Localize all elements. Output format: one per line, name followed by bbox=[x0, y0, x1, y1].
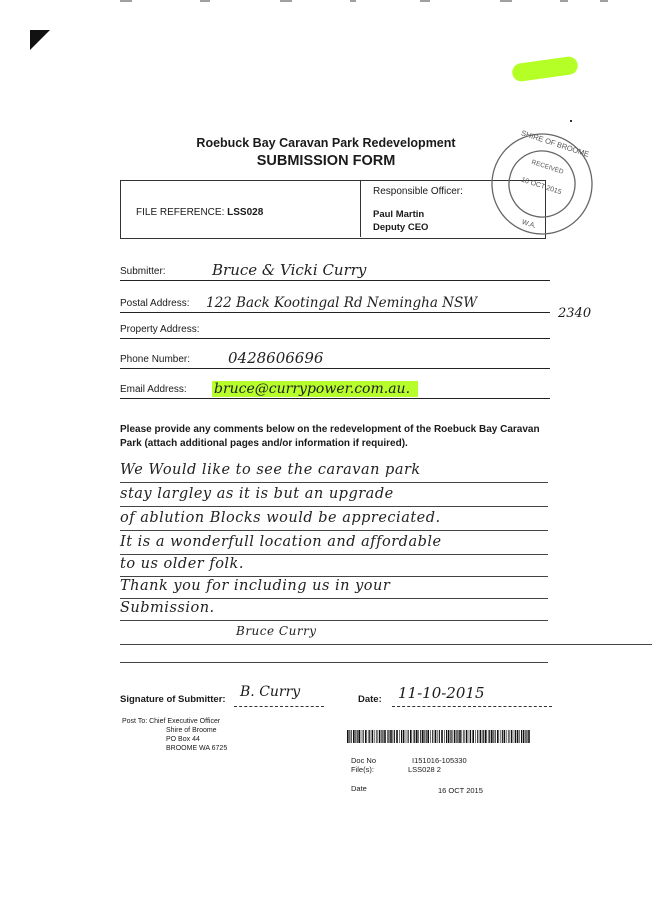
file-reference-label: FILE REFERENCE: bbox=[136, 207, 225, 218]
post-to-line: PO Box 44 bbox=[166, 736, 200, 743]
post-to-line: Shire of Broome bbox=[166, 727, 217, 734]
reference-box bbox=[120, 180, 546, 239]
comment-line: Thank you for including us in your bbox=[120, 578, 548, 599]
files-label: File(s): bbox=[351, 765, 374, 774]
stamp-date: 16 OCT 2015 bbox=[520, 177, 562, 197]
post-to-line: BROOME WA 6725 bbox=[166, 745, 228, 752]
doc-no-label: Doc No bbox=[351, 756, 377, 765]
phone-number-value: 0428606696 bbox=[228, 349, 324, 367]
date-line bbox=[392, 706, 552, 707]
post-to-address: Post To: Chief Executive Officer Shire o… bbox=[122, 717, 227, 753]
submitter-field: Submitter: Bruce & Vicki Curry bbox=[120, 256, 550, 281]
postcode-value: 2340 bbox=[558, 306, 592, 321]
doc-no-value: I151016-105330 bbox=[412, 756, 467, 765]
doc-date-value: 16 OCT 2015 bbox=[438, 786, 483, 795]
postal-address-value: 122 Back Kootingal Rd Nemingha NSW bbox=[206, 295, 478, 311]
postal-address-label: Postal Address: bbox=[120, 298, 190, 309]
comment-line: of ablution Blocks would be appreciated. bbox=[120, 510, 548, 531]
date-value: 11-10-2015 bbox=[398, 684, 485, 702]
comment-line: stay largley as it is but an upgrade bbox=[120, 486, 548, 507]
comment-line: It is a wonderfull location and affordab… bbox=[120, 534, 548, 555]
signature-value: B. Curry bbox=[240, 684, 301, 700]
comment-line: to us older folk. bbox=[120, 556, 548, 577]
submitter-label: Submitter: bbox=[120, 266, 166, 277]
doc-date-label: Date bbox=[351, 784, 367, 793]
email-address-value: bruce@currypower.com.au. bbox=[212, 381, 419, 397]
comment-line: We Would like to see the caravan park bbox=[120, 462, 548, 483]
received-stamp: SHIRE OF BROOME RECEIVED 16 OCT 2015 W.A… bbox=[491, 130, 593, 235]
highlighter-smudge bbox=[511, 55, 579, 83]
postal-address-field: Postal Address: 122 Back Kootingal Rd Ne… bbox=[120, 288, 550, 313]
stamp-received-text: RECEIVED bbox=[531, 159, 565, 176]
date-label: Date: bbox=[358, 694, 382, 705]
property-address-label: Property Address: bbox=[120, 324, 200, 335]
corner-fold-mark bbox=[30, 30, 50, 50]
form-subtitle: SUBMISSION FORM bbox=[256, 153, 396, 169]
signature-label: Signature of Submitter: bbox=[120, 694, 226, 705]
signature-line bbox=[234, 706, 324, 707]
comment-line-signature: Bruce Curry bbox=[120, 624, 652, 645]
scan-dot bbox=[570, 120, 572, 122]
officer-title: Deputy CEO bbox=[373, 222, 429, 233]
post-to-line: Post To: Chief Executive Officer bbox=[122, 718, 221, 725]
files-value: LSS028 2 bbox=[408, 765, 441, 774]
comment-line bbox=[120, 642, 548, 663]
stamp-top-text: SHIRE OF BROOME bbox=[520, 130, 590, 159]
form-title: Roebuck Bay Caravan Park Redevelopment bbox=[196, 136, 456, 150]
submitter-value: Bruce & Vicki Curry bbox=[212, 261, 367, 279]
file-reference: FILE REFERENCE: LSS028 bbox=[136, 207, 263, 218]
responsible-officer: Paul Martin Deputy CEO bbox=[373, 208, 428, 234]
reference-divider bbox=[360, 180, 361, 237]
phone-number-label: Phone Number: bbox=[120, 354, 191, 365]
email-address-field: Email Address: bruce@currypower.com.au. bbox=[120, 374, 550, 399]
scan-edge-marks bbox=[120, 0, 608, 2]
file-reference-value: LSS028 bbox=[227, 207, 264, 218]
barcode bbox=[347, 730, 530, 743]
responsible-officer-label: Responsible Officer: bbox=[373, 186, 463, 197]
property-address-field: Property Address: bbox=[120, 314, 550, 339]
stamp-state: W.A. bbox=[521, 219, 537, 230]
comment-line: Submission. bbox=[120, 600, 548, 621]
comments-instructions: Please provide any comments below on the… bbox=[120, 424, 540, 449]
email-address-label: Email Address: bbox=[120, 384, 187, 395]
phone-number-field: Phone Number: 0428606696 bbox=[120, 344, 550, 369]
officer-name: Paul Martin bbox=[373, 209, 425, 220]
